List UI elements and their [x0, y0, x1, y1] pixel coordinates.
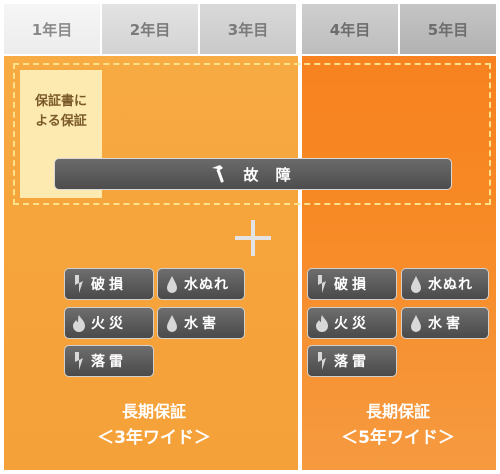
- flood-badge-3yr: 水害: [157, 307, 245, 339]
- fire-badge-5yr: 火災: [307, 307, 397, 339]
- flood-label: 水害: [184, 316, 220, 332]
- three-year-title: 長期保証: [121, 402, 186, 421]
- damage-label: 破損: [91, 277, 127, 293]
- failure-bar: 故 障: [54, 158, 452, 190]
- year-3-cell: 3年目: [200, 4, 296, 54]
- water-damage-label: 水ぬれ: [428, 277, 473, 293]
- lightning-icon: [314, 352, 330, 370]
- five-year-title: 長期保証: [365, 402, 430, 421]
- warranty-line-2: よる保証: [35, 114, 87, 129]
- fire-icon: [71, 314, 87, 332]
- year-4-cell: 4年目: [302, 4, 398, 54]
- hammer-icon: [212, 165, 225, 183]
- lightning-label: 落雷: [91, 354, 127, 370]
- water-damage-badge-5yr: 水ぬれ: [401, 268, 489, 300]
- year-2-cell: 2年目: [102, 4, 198, 54]
- water-drop-icon: [164, 314, 180, 332]
- fire-label: 火災: [91, 316, 127, 332]
- year-1-cell: 1年目: [4, 4, 100, 54]
- water-drop-icon: [408, 314, 424, 332]
- flood-badge-5yr: 水害: [401, 307, 489, 339]
- plus-icon: [233, 218, 273, 258]
- fire-badge-3yr: 火災: [64, 307, 154, 339]
- damage-badge-3yr: 破損: [64, 268, 154, 300]
- lightning-badge-3yr: 落雷: [64, 345, 154, 377]
- three-year-subtitle: ＜3年ワイド＞: [97, 428, 211, 448]
- failure-coverage-dashed-frame: [13, 63, 491, 205]
- water-damage-label: 水ぬれ: [184, 277, 229, 293]
- water-drop-icon: [164, 275, 180, 293]
- damage-label: 破損: [334, 277, 370, 293]
- water-damage-badge-3yr: 水ぬれ: [157, 268, 245, 300]
- year-5-cell: 5年目: [400, 4, 496, 54]
- water-drop-icon: [408, 275, 424, 293]
- lightning-label: 落雷: [334, 354, 370, 370]
- five-year-panel: [302, 56, 496, 470]
- five-year-subtitle: ＜5年ワイド＞: [341, 428, 455, 448]
- flood-label: 水害: [428, 316, 464, 332]
- lightning-badge-5yr: 落雷: [307, 345, 397, 377]
- fire-icon: [314, 314, 330, 332]
- lightning-icon: [71, 275, 87, 293]
- lightning-icon: [71, 352, 87, 370]
- year-header: 1年目 2年目 3年目 4年目 5年目: [0, 0, 500, 54]
- damage-badge-5yr: 破損: [307, 268, 397, 300]
- lightning-icon: [314, 275, 330, 293]
- warranty-line-1: 保証書に: [34, 94, 87, 109]
- failure-label: 故 障: [243, 165, 297, 184]
- fire-label: 火災: [334, 316, 370, 332]
